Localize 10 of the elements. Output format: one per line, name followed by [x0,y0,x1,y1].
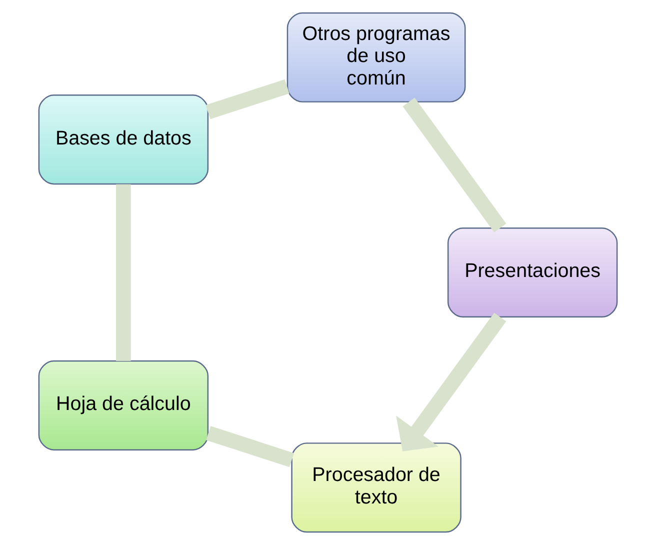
node-box: Procesador de texto [291,442,462,533]
node-box: Hoja de cálculo [38,360,209,450]
arrow [396,312,506,452]
connector [206,79,290,120]
node-box: Bases de datos [38,94,209,185]
node-box: Presentaciones [447,227,618,318]
node-box: Otros programas de uso común [286,12,466,102]
connector [402,98,506,232]
connector [206,426,294,468]
connector [116,184,131,361]
